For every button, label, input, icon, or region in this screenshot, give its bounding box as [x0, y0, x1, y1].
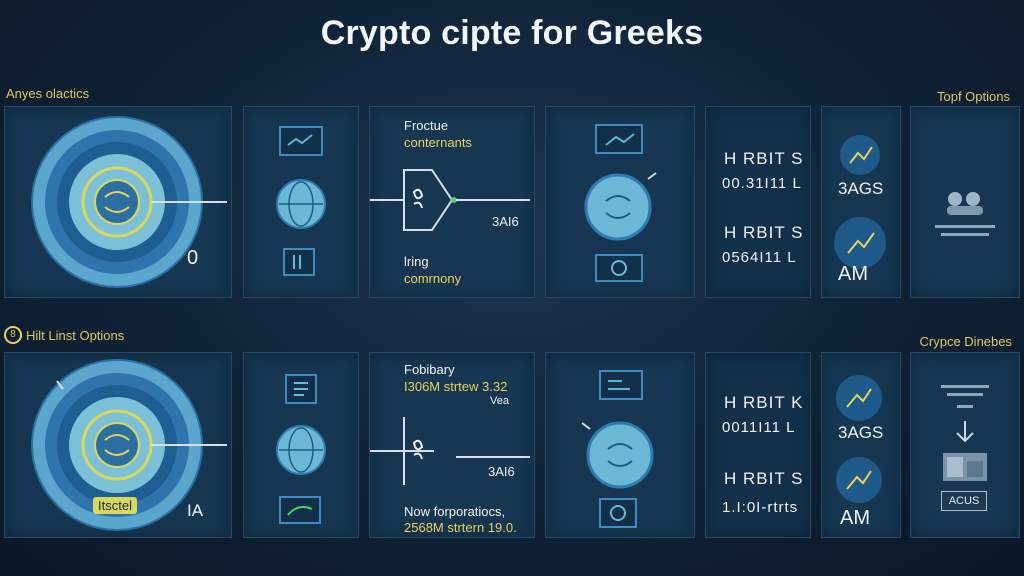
flow-text-bottom-1: lring [404, 254, 429, 269]
document-icon[interactable] [284, 373, 318, 405]
tag-1: 3AGS [838, 179, 884, 198]
flow-text-top-3: Vea [490, 395, 509, 407]
flow-diagram-icon [370, 169, 530, 231]
chart-icon[interactable] [832, 215, 888, 271]
flow-diagram-icon [370, 417, 530, 485]
flow-code: 3AI6 [492, 214, 519, 229]
options-panel-1 [910, 106, 1020, 298]
flow-text-top-1: Froctue [404, 118, 449, 133]
flow-text-top-2: conternants [404, 135, 472, 150]
flow-text-top-1: Fobibary [404, 362, 455, 377]
stats-panel-2: H RBIT K 0011I11 L H RBIT S 1.I:0I-rtrts [705, 352, 811, 538]
icon-panel-1 [243, 106, 359, 298]
section-label-top-left: Anyes olactics [6, 86, 90, 101]
dial-value: 0 [187, 247, 199, 269]
stat-value-2: 0564I11 L [722, 249, 797, 266]
flow-panel-1: Froctue conternants 3AI6 lring comrnony [369, 106, 535, 298]
chart-icon[interactable] [838, 133, 882, 177]
stats-panel-1: H RBIT S 00.31I11 L H RBIT S 0564I11 L [705, 106, 811, 298]
globe-icon[interactable] [274, 423, 328, 477]
arrow-down-icon [956, 421, 974, 443]
stat-value-1: 0011I11 L [722, 419, 796, 436]
chart-icon[interactable] [834, 373, 884, 423]
flow-text-bottom-2: comrnony [404, 271, 462, 286]
flow-code: 3AI6 [488, 464, 515, 479]
caption-line [941, 233, 989, 236]
globe-icon[interactable] [274, 177, 328, 231]
coin-panel-1 [545, 106, 695, 298]
coin-panel-2 [545, 352, 695, 538]
flow-text-bottom-2: 2568M strtern 19.0. [404, 520, 517, 535]
caption-line [947, 393, 983, 396]
monitor-icon[interactable] [594, 123, 644, 157]
monitor-icon[interactable] [598, 369, 644, 403]
dial-icon [31, 116, 227, 288]
acus-button[interactable]: ACUS [941, 491, 987, 511]
stat-label-2: H RBIT S [724, 223, 804, 242]
dial-badge: Itsctel [93, 497, 137, 514]
stat-label-1: H RBIT S [724, 149, 804, 168]
image-icon[interactable] [943, 453, 987, 481]
options-panel-2: ACUS [910, 352, 1020, 538]
icon-panel-2 [243, 352, 359, 538]
tag-1: 3AGS [838, 423, 884, 442]
caption-line [935, 225, 995, 228]
tags-panel-1: 3AGS AM [821, 106, 901, 298]
tag-2: AM [838, 263, 868, 285]
tag-2: AM [840, 507, 870, 529]
document-icon[interactable] [282, 247, 316, 277]
dial-value: IA [187, 501, 204, 520]
wallet-icon[interactable] [278, 495, 322, 525]
dial-panel-1: 0 [4, 106, 232, 298]
section-label-text: Hilt Linst Options [26, 327, 125, 343]
caption-line [957, 405, 973, 408]
section-label-bottom-left: 8 Hilt Linst Options [4, 326, 124, 344]
caption-line [941, 385, 989, 388]
coin-icon[interactable] [578, 169, 664, 245]
users-icon[interactable] [943, 189, 987, 217]
dial-icon [31, 359, 227, 531]
screen-icon[interactable] [594, 253, 644, 285]
section-label-bottom-right: Crypce Dinebes [919, 334, 1013, 349]
dial-panel-2: Itsctel IA [4, 352, 232, 538]
monitor-icon[interactable] [278, 125, 324, 159]
stat-label-2: H RBIT S [724, 469, 804, 488]
stat-value-2: 1.I:0I-rtrts [722, 499, 799, 516]
coin-icon[interactable] [576, 415, 662, 491]
stat-label-1: H RBIT K [724, 393, 804, 412]
screen-icon[interactable] [598, 497, 638, 529]
flow-text-top-2: I306M strtew 3.32 [404, 379, 508, 394]
flow-panel-2: Fobibary I306M strtew 3.32 Vea 3AI6 Now … [369, 352, 535, 538]
stat-value-1: 00.31I11 L [722, 175, 802, 192]
flow-text-bottom-1: Now forporatiocs, [404, 504, 506, 519]
page-title: Crypto cipte for Greeks [320, 14, 704, 52]
tags-panel-2: 3AGS AM [821, 352, 901, 538]
section-label-top-right: Topf Options [937, 89, 1010, 104]
chart-icon[interactable] [834, 455, 884, 505]
badge-icon: 8 [4, 326, 22, 344]
